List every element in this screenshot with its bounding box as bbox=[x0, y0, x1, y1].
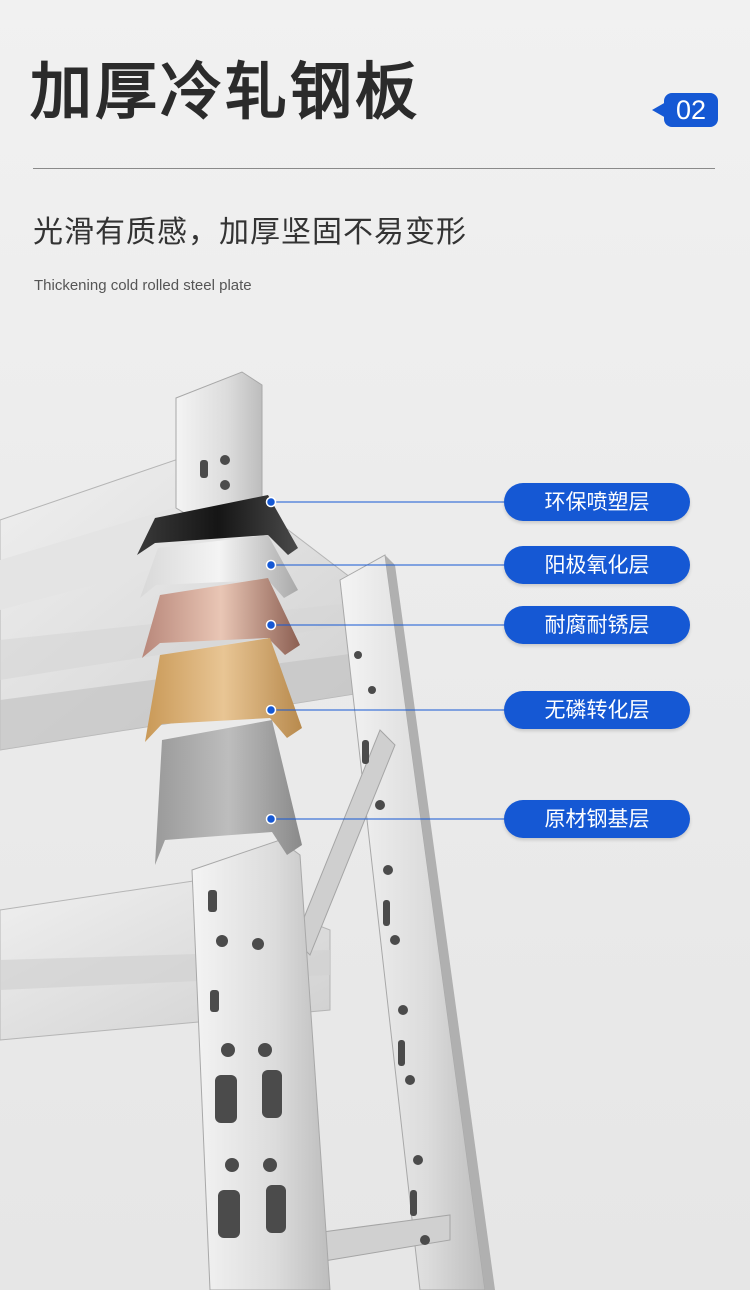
callout-dots bbox=[265, 496, 277, 825]
page-title: 加厚冷轧钢板 bbox=[30, 55, 421, 128]
layer-label-phosphate-free: 无磷转化层 bbox=[504, 691, 690, 729]
back-post bbox=[339, 554, 486, 1290]
layer-anodic bbox=[140, 535, 298, 598]
layer-phosphate-free bbox=[145, 638, 302, 742]
post-holes bbox=[200, 455, 430, 1245]
layer-label-corrosion: 耐腐耐锈层 bbox=[504, 606, 690, 644]
lower-front-post bbox=[191, 839, 331, 1290]
callout-lines bbox=[271, 501, 504, 820]
layer-label-powder-coat: 环保喷塑层 bbox=[504, 483, 690, 521]
layer-corrosion bbox=[142, 578, 300, 658]
subtitle-english: Thickening cold rolled steel plate bbox=[34, 277, 252, 294]
layer-powder-coat bbox=[137, 495, 298, 555]
upper-front-post bbox=[175, 371, 263, 521]
layer-stack bbox=[137, 495, 302, 865]
header-divider bbox=[33, 168, 715, 169]
badge-shape bbox=[652, 93, 718, 127]
layer-label-steel-base: 原材钢基层 bbox=[504, 800, 690, 838]
section-number-badge: 02 bbox=[652, 93, 718, 127]
subtitle: 光滑有质感，加厚坚固不易变形 bbox=[33, 215, 467, 250]
section-number: 02 bbox=[675, 95, 707, 125]
layer-steel-base bbox=[155, 720, 302, 865]
layer-label-anodic: 阳极氧化层 bbox=[504, 546, 690, 584]
